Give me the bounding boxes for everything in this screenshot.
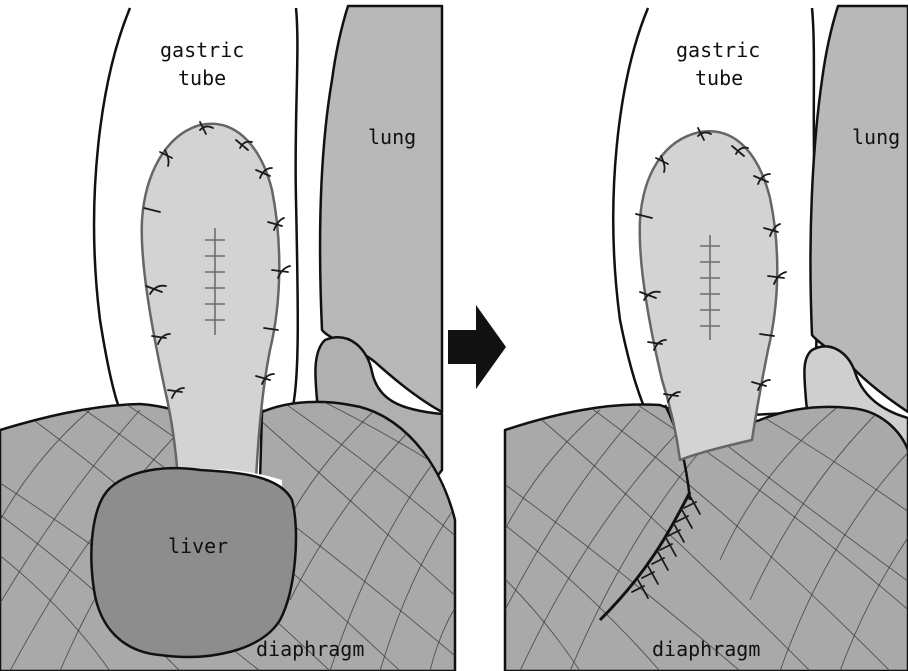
- label-liver: liver: [168, 534, 228, 558]
- transition-arrow: [448, 305, 506, 389]
- panel-after: gastric tube lung diaphragm: [485, 6, 908, 671]
- label-gastric-tube-line1: gastric: [676, 38, 760, 62]
- liver: [91, 468, 296, 657]
- label-diaphragm: diaphragm: [652, 637, 760, 661]
- panel-before: gastric tube lung liver diaphragm: [0, 6, 460, 671]
- label-lung: lung: [852, 125, 900, 149]
- label-diaphragm: diaphragm: [256, 637, 364, 661]
- label-lung: lung: [368, 125, 416, 149]
- right-arrow-icon: [448, 305, 506, 389]
- label-gastric-tube-line1: gastric: [160, 38, 244, 62]
- label-gastric-tube-line2: tube: [178, 66, 226, 90]
- label-gastric-tube-line2: tube: [695, 66, 743, 90]
